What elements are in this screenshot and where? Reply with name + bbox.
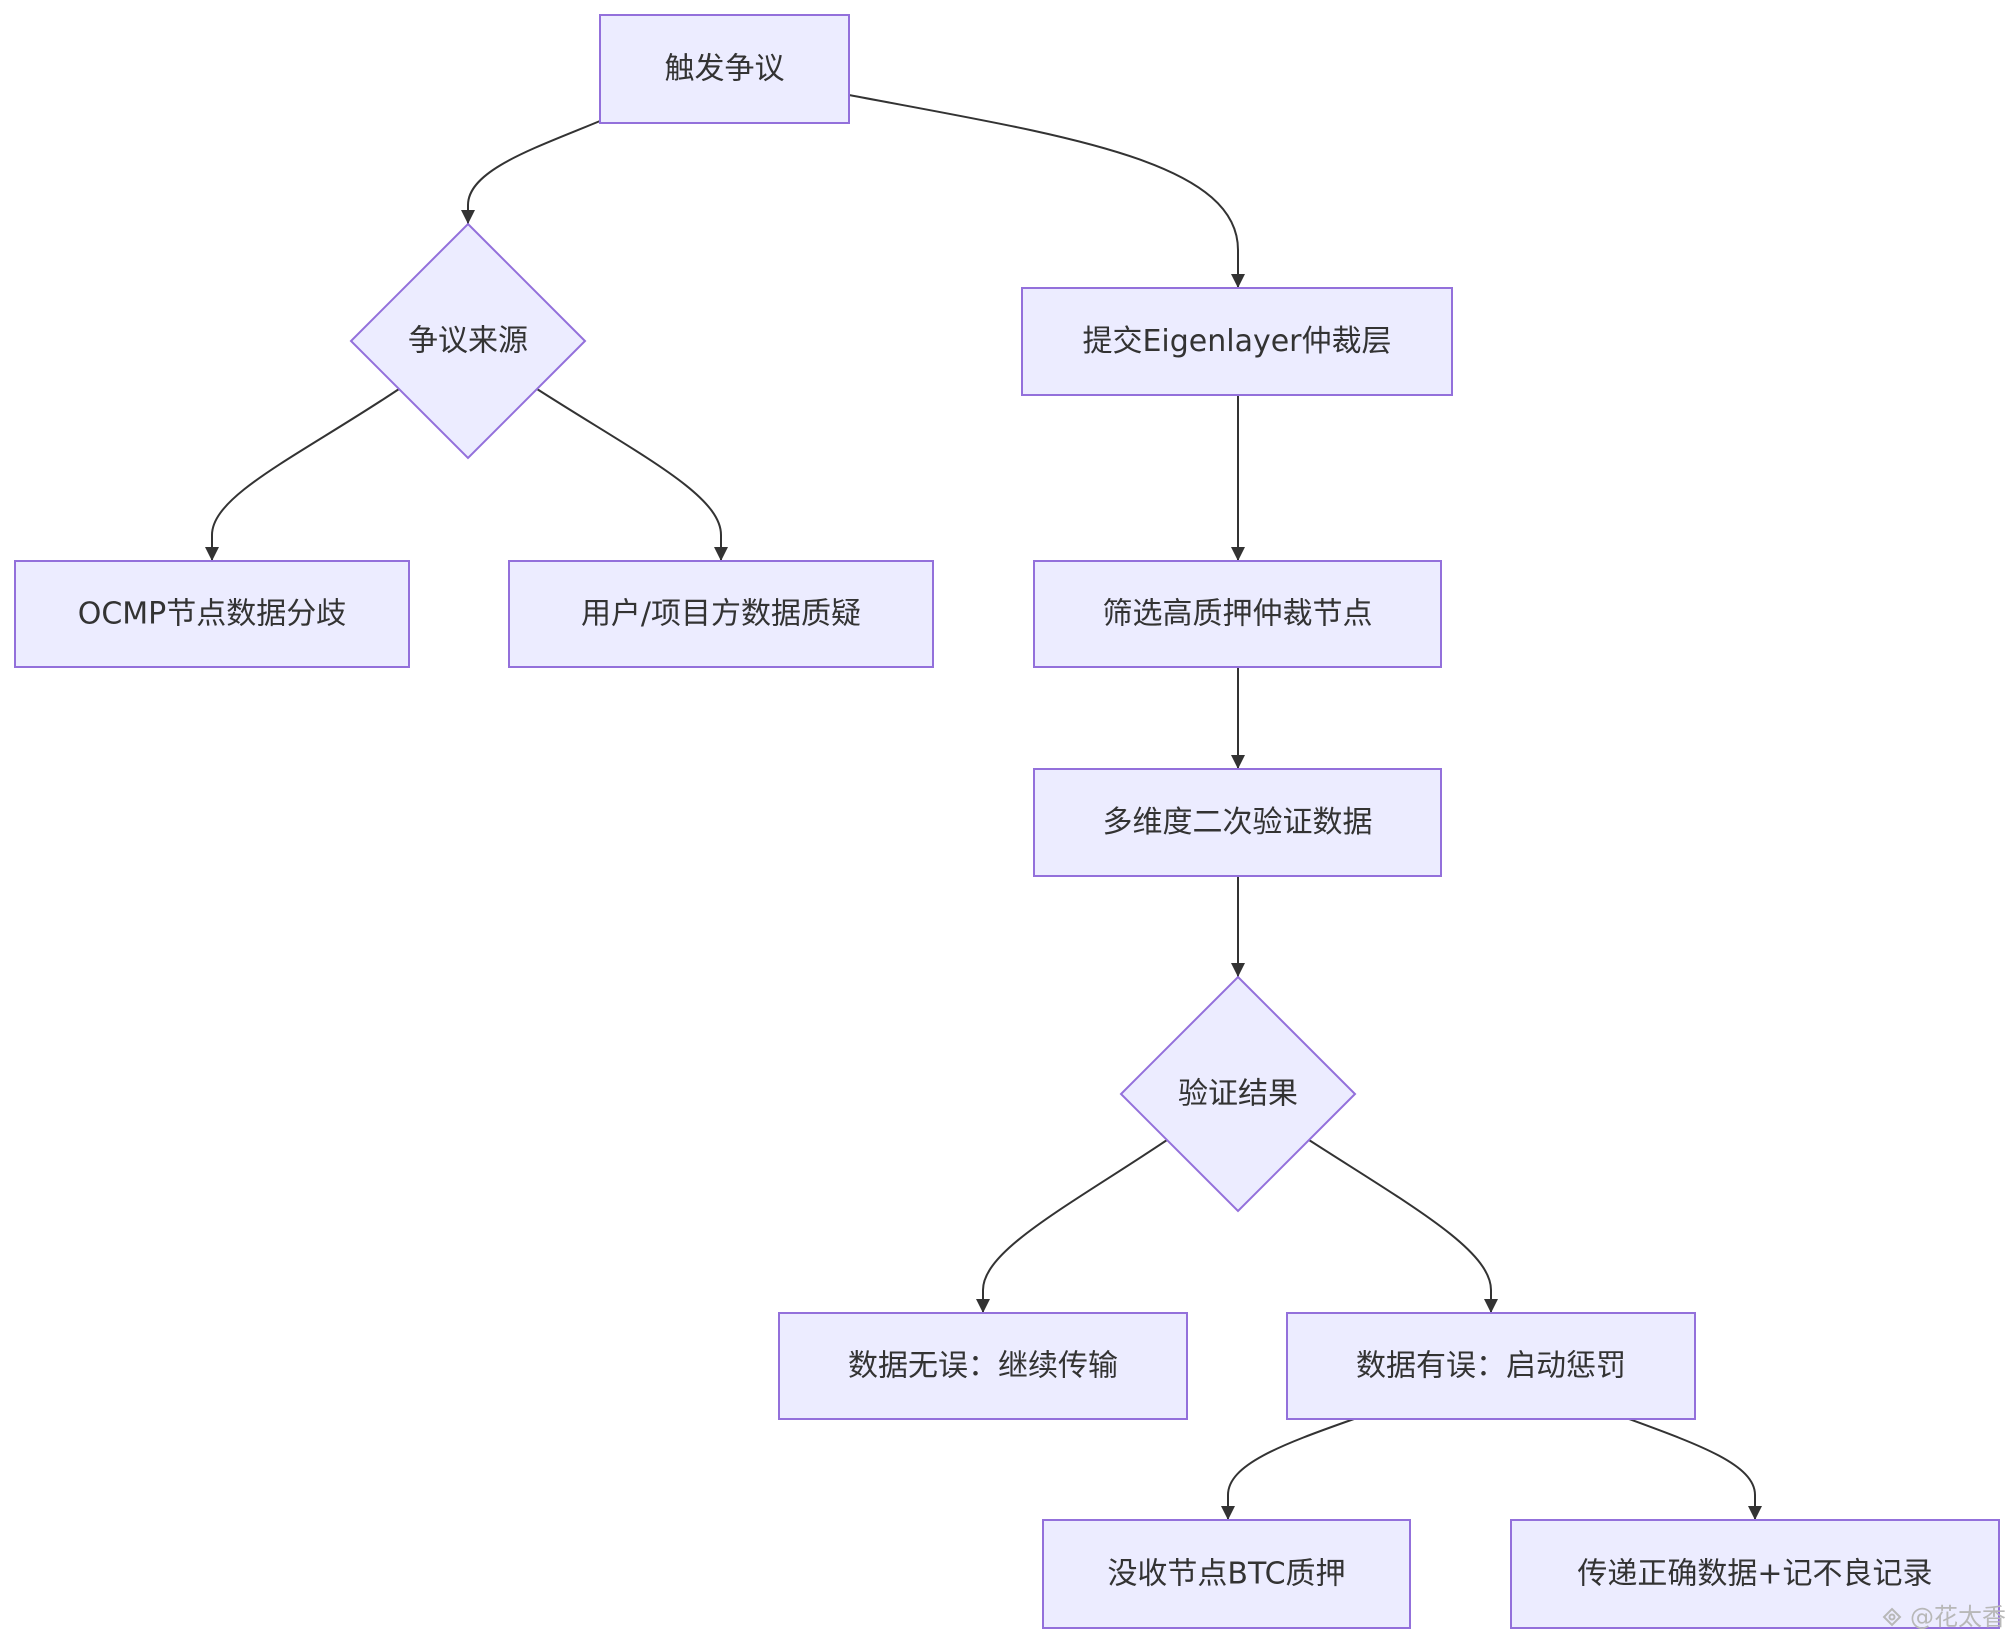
edge-wrong-to-confiscate [1221, 1418, 1355, 1520]
node-verify: 多维度二次验证数据 [1033, 768, 1442, 877]
edge-result-to-correct [976, 1139, 1168, 1313]
node-pass-on: 传递正确数据+记不良记录 [1510, 1519, 2000, 1629]
watermark: @花太香 [1882, 1603, 2006, 1631]
decision-label-dispute-source: 争议来源 [408, 324, 528, 359]
node-label-submit-arbitration: 提交Eigenlayer仲裁层 [1082, 324, 1391, 359]
node-label-wrong: 数据有误：启动惩罚 [1356, 1349, 1626, 1384]
node-label-select-nodes: 筛选高质押仲裁节点 [1103, 597, 1373, 632]
edge-trigger-to-submit [848, 94, 1245, 288]
node-trigger: 触发争议 [599, 14, 850, 124]
node-label-confiscate: 没收节点BTC质押 [1107, 1557, 1345, 1592]
node-ocmp-divergence: OCMP节点数据分歧 [14, 560, 410, 668]
node-wrong: 数据有误：启动惩罚 [1286, 1312, 1696, 1420]
decision-dispute-source: 争议来源 [349, 222, 587, 460]
node-user-challenge: 用户/项目方数据质疑 [508, 560, 934, 668]
node-label-verify: 多维度二次验证数据 [1103, 805, 1373, 840]
node-submit-arbitration: 提交Eigenlayer仲裁层 [1021, 287, 1453, 396]
edge-source-to-ocmp [205, 388, 400, 561]
edge-result-to-wrong [1308, 1139, 1498, 1313]
node-label-correct: 数据无误：继续传输 [848, 1349, 1118, 1384]
edge-trigger-to-source [461, 120, 601, 224]
node-label-user-challenge: 用户/项目方数据质疑 [581, 597, 861, 632]
node-select-nodes: 筛选高质押仲裁节点 [1033, 560, 1442, 668]
node-label-pass-on: 传递正确数据+记不良记录 [1577, 1557, 1932, 1592]
watermark-logo-icon [1882, 1607, 1902, 1627]
decision-label-result: 验证结果 [1178, 1077, 1298, 1112]
node-correct: 数据无误：继续传输 [778, 1312, 1188, 1420]
node-label-ocmp-divergence: OCMP节点数据分歧 [78, 597, 347, 632]
edge-source-to-user [536, 388, 728, 561]
decision-result: 验证结果 [1119, 975, 1357, 1213]
edge-wrong-to-pass [1628, 1418, 1762, 1520]
node-label-trigger: 触发争议 [665, 52, 785, 87]
edges [205, 94, 1762, 1520]
watermark-text: @花太香 [1910, 1603, 2006, 1631]
node-confiscate: 没收节点BTC质押 [1042, 1519, 1411, 1629]
